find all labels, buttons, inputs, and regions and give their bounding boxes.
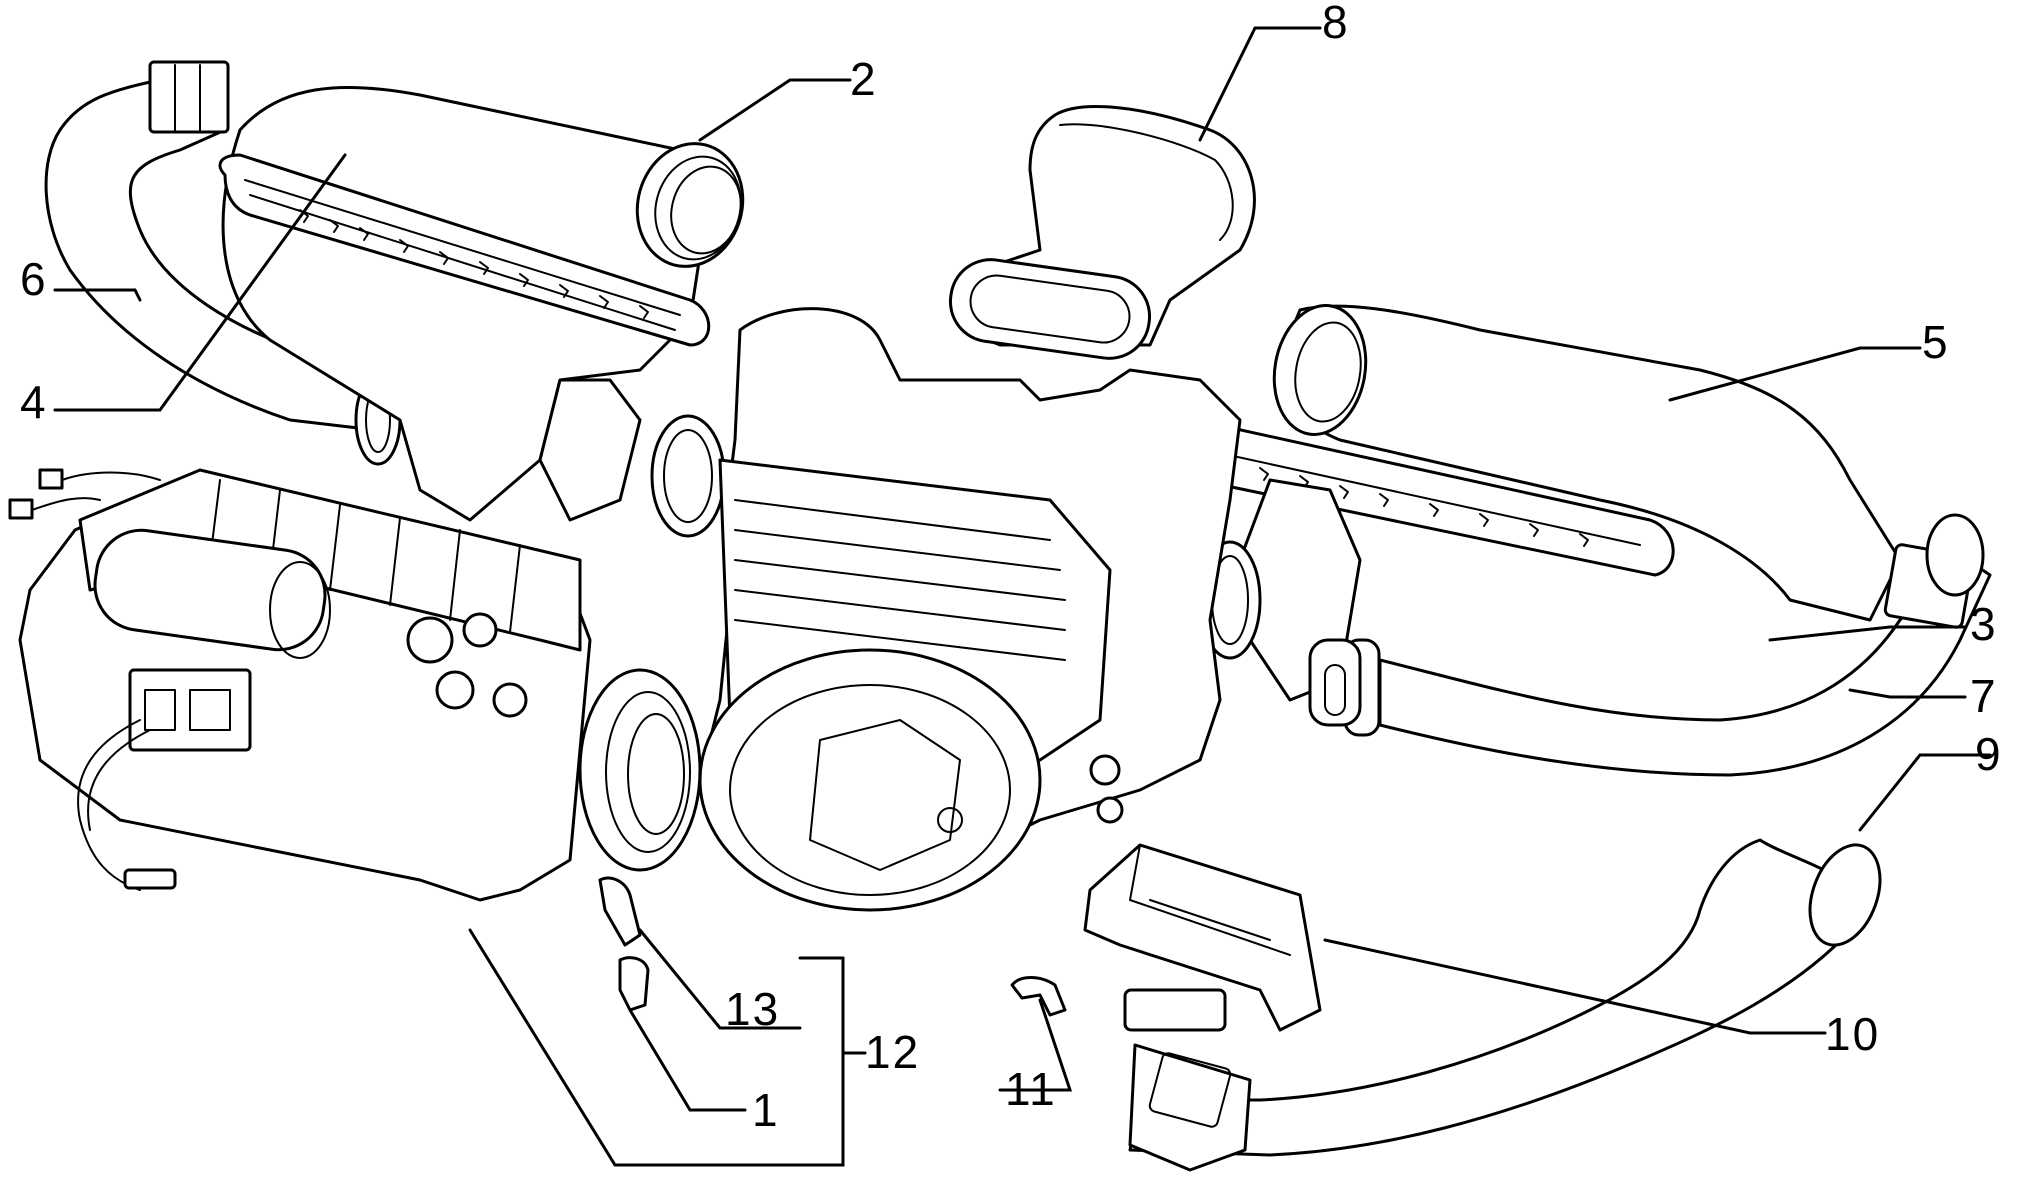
callout-7: 7 (1970, 670, 1998, 722)
callout-11: 11 (1005, 1063, 1057, 1115)
callout-8: 8 (1322, 0, 1350, 48)
vent-slots-left (299, 209, 649, 319)
callout-labels: 2 8 6 4 5 3 7 9 10 11 12 13 1 (20, 0, 2003, 1136)
leader-8 (1198, 26, 1322, 142)
leader-5 (1668, 346, 1922, 402)
leader-12-bracket (468, 928, 845, 1167)
leader-3 (1768, 625, 1967, 642)
leader-10 (1323, 938, 1827, 1035)
part-12-heater-unit (8, 307, 1242, 1012)
leader-4 (53, 153, 347, 412)
callout-1: 1 (752, 1084, 780, 1136)
leader-11 (998, 998, 1073, 1092)
leader-6 (53, 288, 142, 302)
leader-lines (53, 26, 1992, 1167)
part-9-bottom-duct (1128, 838, 1882, 1172)
leader-2 (698, 78, 852, 142)
heater-fins (734, 499, 1066, 661)
part-11-clip (1010, 976, 1067, 1017)
part-6-left-side-duct (44, 60, 402, 466)
part-4-left-upper-duct (218, 85, 726, 538)
callout-9: 9 (1975, 728, 2003, 780)
leader-1 (628, 1008, 747, 1112)
part-7-right-side-duct (1308, 513, 1992, 777)
callout-10: 10 (1825, 1008, 1880, 1060)
leader-13 (638, 928, 802, 1030)
callout-3: 3 (1970, 598, 1998, 650)
part-5-right-upper-duct (1128, 304, 1902, 702)
callout-12: 12 (865, 1026, 920, 1078)
callout-5: 5 (1922, 316, 1950, 368)
callout-13: 13 (725, 983, 780, 1035)
leader-9 (1858, 753, 1992, 832)
callout-6: 6 (20, 253, 48, 305)
part-10-vent-housing (1083, 843, 1322, 1032)
part-8-top-center-duct (948, 105, 1256, 360)
leader-7 (1848, 688, 1967, 699)
callout-4: 4 (20, 376, 48, 428)
part-2-ring-connector (635, 142, 745, 268)
vent-slots-right (1179, 449, 1589, 547)
callout-2: 2 (850, 53, 878, 105)
